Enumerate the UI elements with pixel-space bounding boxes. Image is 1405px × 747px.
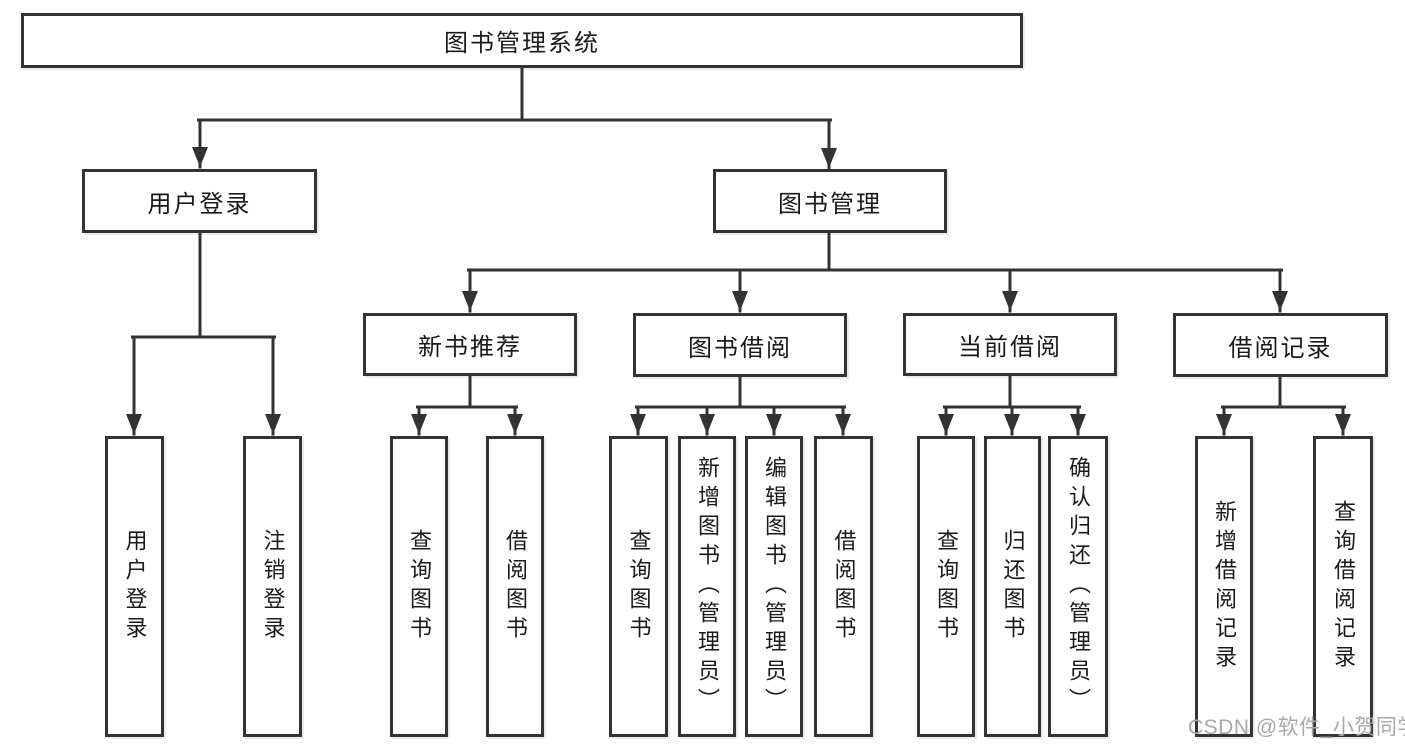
- node-leaf-query-books-recommend: 查询图书: [390, 436, 448, 737]
- node-leaf-query-books-borrowing: 查询图书: [609, 436, 668, 737]
- node-leaf-return-books: 归还图书: [984, 436, 1041, 737]
- node-root: 图书管理系统: [21, 13, 1023, 68]
- node-borrowing-records: 借阅记录: [1173, 313, 1388, 377]
- node-user-login: 用户登录: [82, 169, 317, 233]
- node-leaf-logout-login: 注销登录: [243, 436, 302, 737]
- node-book-management: 图书管理: [713, 169, 947, 233]
- node-leaf-borrow-books-recommend: 借阅图书: [486, 436, 544, 737]
- node-leaf-query-borrow-record: 查询借阅记录: [1313, 436, 1373, 737]
- node-current-borrowing: 当前借阅: [903, 313, 1117, 376]
- node-leaf-add-borrow-record: 新增借阅记录: [1195, 436, 1253, 737]
- node-leaf-borrow-books: 借阅图书: [814, 436, 873, 737]
- node-book-borrowing: 图书借阅: [633, 313, 847, 377]
- node-leaf-confirm-return-admin: 确认归还（管理员）: [1048, 436, 1108, 737]
- node-leaf-query-books-current: 查询图书: [917, 436, 975, 737]
- node-new-book-recommendation: 新书推荐: [363, 313, 577, 376]
- node-leaf-add-books-admin: 新增图书（管理员）: [678, 436, 736, 737]
- node-leaf-edit-books-admin: 编辑图书（管理员）: [745, 436, 803, 737]
- node-leaf-user-login: 用户登录: [105, 436, 164, 737]
- watermark: CSDN @软件_小贺同学: [1188, 716, 1405, 739]
